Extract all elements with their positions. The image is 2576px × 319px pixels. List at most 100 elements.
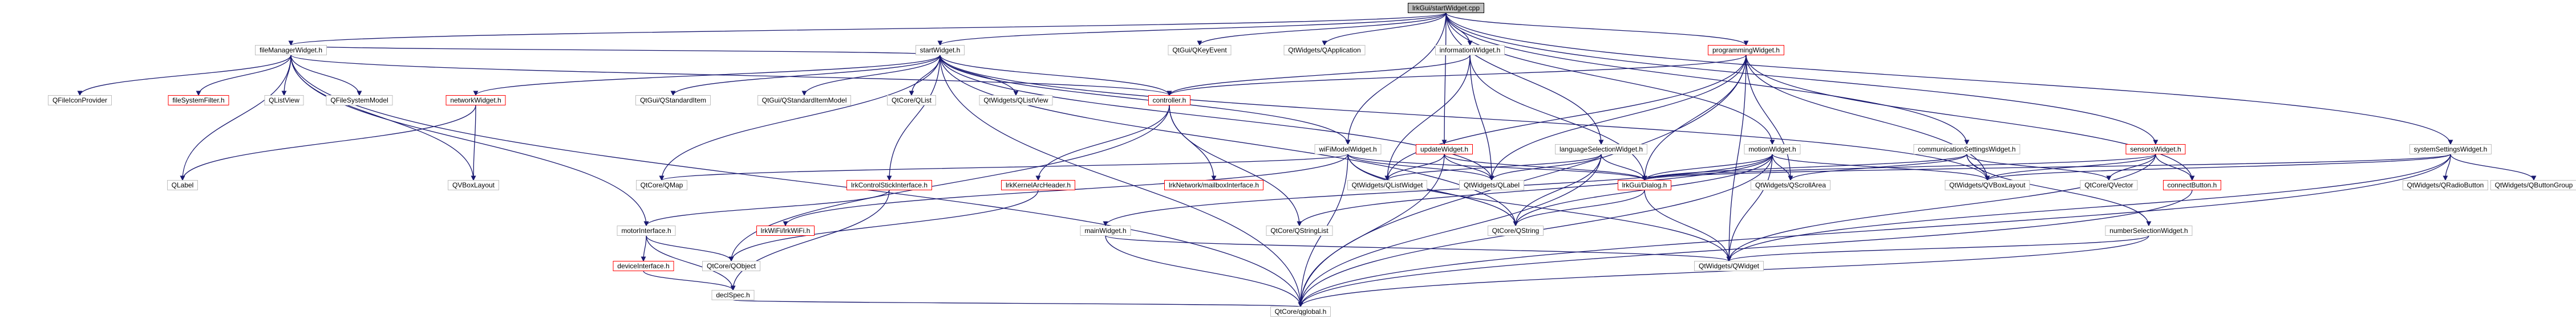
node-label: updateWidget.h bbox=[1420, 145, 1468, 153]
node-box bbox=[635, 95, 711, 105]
node-qkeyevent[interactable]: QtGui/QKeyEvent bbox=[1168, 45, 1232, 55]
node-qlabel[interactable]: QLabel bbox=[167, 180, 198, 190]
node-languageSelectionWidget[interactable]: languageSelectionWidget.h bbox=[1555, 144, 1647, 154]
edge-languageSelectionWidget-to-qtcoreqglobal bbox=[1298, 154, 1602, 308]
edge-systemSettingsWidget-to-qtwidgetsqvboxlayout bbox=[1984, 153, 2451, 181]
node-label: motorInterface.h bbox=[621, 227, 671, 235]
node-label: controller.h bbox=[1153, 96, 1186, 104]
edge-motionWidget-to-qtcoreqstringlist bbox=[1297, 154, 1773, 227]
node-qtwidgetsqlabel[interactable]: QtWidgets/QLabel bbox=[1459, 180, 1524, 190]
node-qtwidgetsqscrollarea[interactable]: QtWidgets/QScrollArea bbox=[1751, 180, 1830, 190]
node-motionWidget[interactable]: motionWidget.h bbox=[1744, 144, 1801, 154]
node-lrkNetworkMailboxInterface[interactable]: lrkNetwork/mailboxInterface.h bbox=[1164, 180, 1263, 190]
node-qtwidgetsqlistview[interactable]: QtWidgets/QListView bbox=[979, 95, 1053, 105]
node-motorInterface[interactable]: motorInterface.h bbox=[617, 226, 676, 236]
edge-fileManagerWidget-to-controller bbox=[290, 54, 1172, 96]
edge-programmingWidget-to-qtwidgetsqlabel bbox=[1489, 55, 1747, 181]
node-qtcoreqlist[interactable]: QtCore/QList bbox=[887, 95, 936, 105]
node-programmingWidget[interactable]: programmingWidget.h bbox=[1708, 45, 1784, 55]
node-box bbox=[1744, 144, 1801, 154]
node-qtwidgetsqradiobutton[interactable]: QtWidgets/QRadioButton bbox=[2403, 180, 2488, 190]
node-lrkWiFiWiFi[interactable]: lrkWiFi/lrkWiFi.h bbox=[756, 226, 815, 236]
edge-lrkGuiDialog-to-qtcoreqstring bbox=[1513, 190, 1645, 227]
node-qtcoreqvector[interactable]: QtCore/QVector bbox=[2080, 180, 2138, 190]
edge-motorInterface-to-qtcoreqobject bbox=[646, 235, 734, 262]
node-box bbox=[1314, 144, 1382, 154]
node-sensorsWidget[interactable]: sensorsWidget.h bbox=[2125, 144, 2186, 154]
node-qtguiqstandarditemmodel[interactable]: QtGui/QStandardItemModel bbox=[758, 95, 851, 105]
node-qtcoreqstring[interactable]: QtCore/QString bbox=[1488, 226, 1544, 236]
node-startWidget[interactable]: startWidget.h bbox=[916, 45, 965, 55]
node-label: wiFiModelWidget.h bbox=[1318, 145, 1376, 153]
node-communicationSettingsWidget[interactable]: communicationSettingsWidget.h bbox=[1913, 144, 2020, 154]
edge-startWidget-to-wifiModelWidget bbox=[939, 55, 1351, 145]
node-label: QtCore/qglobal.h bbox=[1275, 308, 1327, 316]
node-lrkKernelArcHeader[interactable]: lrkKernelArcHeader.h bbox=[1001, 180, 1075, 190]
node-qvboxlayout_plain[interactable]: QVBoxLayout bbox=[448, 180, 499, 190]
edge-root-to-languageSelectionWidget bbox=[1445, 13, 1604, 145]
node-label: lrkWiFi/lrkWiFi.h bbox=[761, 227, 811, 235]
edge-controller-to-qtcoreqobject bbox=[728, 105, 1170, 262]
node-qtcoreqmap[interactable]: QtCore/QMap bbox=[636, 180, 687, 190]
node-label: QListView bbox=[269, 96, 299, 104]
edge-motionWidget-to-qtwidgetsqwidget bbox=[1726, 154, 1773, 262]
edge-programmingWidget-to-controller bbox=[1167, 54, 1747, 96]
edge-communicationSettingsWidget-to-numberSelectionWidget bbox=[1966, 154, 2152, 227]
node-declSpec[interactable]: declSpec.h bbox=[711, 290, 755, 300]
node-label: QtWidgets/QListView bbox=[983, 96, 1048, 104]
node-qtwidgetsqbuttongroup[interactable]: QtWidgets/QButtonGroup bbox=[2490, 180, 2576, 190]
edge-lrkControlStickInterface-to-motorInterface bbox=[643, 190, 890, 227]
node-systemSettingsWidget[interactable]: systemSettingsWidget.h bbox=[2409, 144, 2492, 154]
node-root[interactable]: lrkGui/startWidget.cpp bbox=[1408, 3, 1484, 13]
node-box bbox=[1488, 226, 1544, 236]
node-qapplication[interactable]: QtWidgets/QApplication bbox=[1283, 45, 1366, 55]
edge-sensorsWidget-to-qtwidgetsqwidget bbox=[1726, 154, 2156, 262]
edge-connectButton-to-qtcoreqglobal bbox=[1298, 190, 2193, 308]
edge-root-to-qapplication bbox=[1322, 13, 1447, 46]
node-qlistview[interactable]: QListView bbox=[264, 95, 304, 105]
node-lrkControlStickInterface[interactable]: lrkControlStickInterface.h bbox=[846, 180, 932, 190]
edge-fileManagerWidget-to-qlabel bbox=[180, 55, 291, 181]
node-label: fileSystemFilter.h bbox=[172, 96, 224, 104]
node-qtwidgetsqwidget[interactable]: QtWidgets/QWidget bbox=[1694, 261, 1764, 271]
node-numberSelectionWidget[interactable]: numberSelectionWidget.h bbox=[2105, 226, 2193, 236]
node-qtguiqstandarditem[interactable]: QtGui/QStandardItem bbox=[635, 95, 711, 105]
node-box bbox=[613, 261, 674, 271]
node-controller[interactable]: controller.h bbox=[1148, 95, 1190, 105]
node-box bbox=[1555, 144, 1647, 154]
node-label: QtWidgets/QWidget bbox=[1699, 262, 1760, 270]
node-box bbox=[255, 45, 327, 55]
node-networkWidget[interactable]: networkWidget.h bbox=[445, 95, 506, 105]
node-box bbox=[1945, 180, 2030, 190]
node-label: lrkControlStickInterface.h bbox=[851, 181, 927, 189]
node-qtcoreqobject[interactable]: QtCore/QObject bbox=[702, 261, 760, 271]
node-label: QtWidgets/QRadioButton bbox=[2407, 181, 2484, 189]
node-qtcoreqstringlist[interactable]: QtCore/QStringList bbox=[1266, 226, 1333, 236]
node-box bbox=[2403, 180, 2488, 190]
node-qfilesystemmodel[interactable]: QFileSystemModel bbox=[326, 95, 393, 105]
node-mainWidget[interactable]: mainWidget.h bbox=[1080, 226, 1131, 236]
edge-root-to-updateWidget bbox=[1441, 13, 1447, 145]
edge-programmingWidget-to-qtwidgetsqvboxlayout bbox=[1745, 55, 1990, 181]
node-fileManagerWidget[interactable]: fileManagerWidget.h bbox=[255, 45, 327, 55]
node-informationWidget[interactable]: informationWidget.h bbox=[1435, 45, 1505, 55]
node-box bbox=[711, 290, 755, 300]
edge-controller-to-lrkKernelArcHeader bbox=[1035, 105, 1170, 181]
node-connectButton[interactable]: connectButton.h bbox=[2163, 180, 2221, 190]
node-qtwidgetsqvboxlayout[interactable]: QtWidgets/QVBoxLayout bbox=[1945, 180, 2030, 190]
node-fileSystemFilter[interactable]: fileSystemFilter.h bbox=[168, 95, 229, 105]
node-wifiModelWidget[interactable]: wiFiModelWidget.h bbox=[1314, 144, 1382, 154]
node-label: lrkKernelArcHeader.h bbox=[1006, 181, 1071, 189]
node-box bbox=[887, 95, 936, 105]
node-qtwidgetsqlistwidget[interactable]: QtWidgets/QListWidget bbox=[1347, 180, 1427, 190]
node-label: QtWidgets/QLabel bbox=[1464, 181, 1520, 189]
node-label: startWidget.h bbox=[920, 46, 961, 54]
node-deviceInterface[interactable]: deviceInterface.h bbox=[613, 261, 674, 271]
node-qtcoreqglobal[interactable]: QtCore/qglobal.h bbox=[1270, 306, 1331, 317]
edge-root-to-wifiModelWidget bbox=[1345, 13, 1447, 145]
edge-informationWidget-to-controller bbox=[1167, 55, 1471, 96]
node-box bbox=[1408, 3, 1484, 13]
node-lrkGuiDialog[interactable]: lrkGui/Dialog.h bbox=[1618, 180, 1671, 190]
node-updateWidget[interactable]: updateWidget.h bbox=[1416, 144, 1473, 154]
node-qfileiconprovider[interactable]: QFileIconProvider bbox=[48, 95, 112, 105]
